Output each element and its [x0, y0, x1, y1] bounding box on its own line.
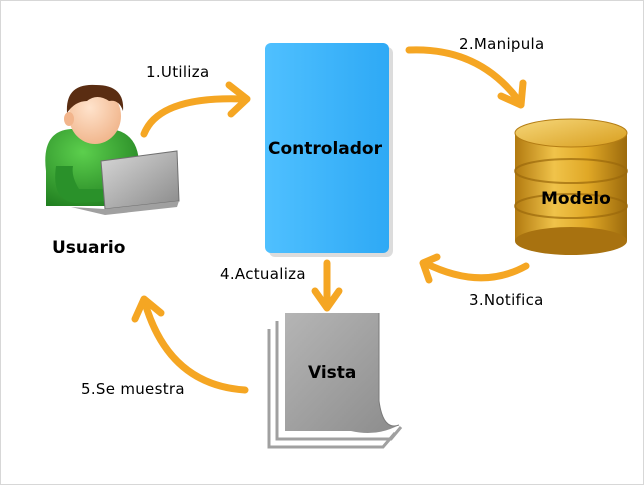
arrow-notifica	[419, 253, 530, 284]
usuario-label: Usuario	[52, 238, 125, 258]
user-icon	[45, 84, 180, 215]
step-utiliza: 1.Utiliza	[146, 63, 209, 81]
modelo-label: Modelo	[541, 189, 611, 209]
database-icon	[514, 118, 628, 255]
arrow-se-muestra	[131, 295, 249, 394]
arrow-actualiza	[311, 259, 343, 312]
arrow-utiliza	[140, 81, 251, 138]
step-notifica: 3.Notifica	[469, 291, 544, 309]
controlador-label: Controlador	[268, 139, 383, 159]
step-manipula: 2.Manipula	[459, 35, 545, 53]
arrow-manipula	[405, 46, 527, 109]
step-actualiza: 4.Actualiza	[220, 265, 306, 283]
step-se-muestra: 5.Se muestra	[81, 380, 185, 398]
controlador-box	[265, 43, 393, 257]
document-icon	[267, 313, 403, 449]
vista-label: Vista	[308, 363, 356, 383]
